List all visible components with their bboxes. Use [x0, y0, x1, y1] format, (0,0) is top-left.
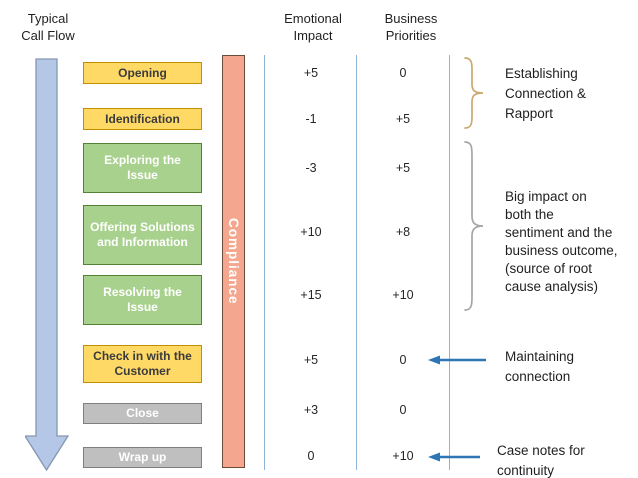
- column-header-call-flow: Typical Call Flow: [21, 11, 75, 43]
- annotation-maintaining: Maintaining connection: [505, 349, 575, 384]
- stage-box-resolving: Resolving the Issue: [83, 275, 202, 325]
- column-header-emotional-impact: Emotional Impact: [284, 11, 342, 43]
- emotional-impact-value: +15: [300, 288, 322, 302]
- stage-label: Close: [126, 406, 159, 420]
- column-header-business-priorities: Business Priorities: [384, 11, 438, 43]
- business-priority-value: +5: [395, 161, 411, 175]
- pointer-arrow-maintaining: [428, 355, 486, 365]
- stage-box-check-in: Check in with the Customer: [83, 345, 202, 383]
- stage-box-exploring: Exploring the Issue: [83, 143, 202, 193]
- stage-label: Identification: [105, 111, 180, 126]
- brace-establishing-group: [464, 57, 484, 129]
- stage-label: Wrap up: [118, 450, 167, 464]
- business-priority-value: +10: [392, 449, 414, 463]
- emotional-impact-value: +10: [300, 225, 322, 239]
- business-priority-value: 0: [399, 403, 407, 417]
- emotional-impact-value: +5: [303, 353, 319, 367]
- compliance-bar: Compliance: [222, 55, 245, 468]
- column-divider-middle: [356, 55, 357, 470]
- business-priority-value: +5: [395, 112, 411, 126]
- business-priority-value: +10: [392, 288, 414, 302]
- emotional-impact-value: -3: [305, 161, 317, 175]
- pointer-arrow-case-notes: [428, 452, 480, 462]
- business-priority-value: 0: [399, 353, 407, 367]
- call-flow-down-arrow: [25, 58, 69, 472]
- stage-label: Resolving the Issue: [103, 285, 182, 314]
- stage-box-identification: Identification: [83, 108, 202, 130]
- annotation-establishing: Establishing Connection & Rapport: [505, 66, 587, 121]
- stage-box-wrap-up: Wrap up: [83, 447, 202, 468]
- stage-label: Exploring the Issue: [104, 153, 181, 182]
- stage-box-offering: Offering Solutions and Information: [83, 205, 202, 265]
- column-divider-right: [449, 55, 450, 470]
- compliance-label: Compliance: [226, 218, 241, 305]
- stage-box-opening: Opening: [83, 62, 202, 84]
- stage-label: Check in with the Customer: [93, 349, 192, 378]
- emotional-impact-value: -1: [305, 112, 317, 126]
- business-priority-value: +8: [395, 225, 411, 239]
- emotional-impact-value: 0: [307, 449, 315, 463]
- annotation-case-notes: Case notes for continuity: [497, 443, 585, 478]
- business-priority-value: 0: [399, 66, 407, 80]
- stage-box-close: Close: [83, 403, 202, 424]
- stage-label: Opening: [118, 65, 167, 80]
- emotional-impact-value: +5: [303, 66, 319, 80]
- annotation-big-impact: Big impact on both the sentiment and the…: [505, 189, 618, 294]
- brace-big-impact-group: [464, 141, 484, 311]
- stage-label: Offering Solutions and Information: [90, 220, 195, 249]
- column-divider-left: [264, 55, 265, 470]
- emotional-impact-value: +3: [303, 403, 319, 417]
